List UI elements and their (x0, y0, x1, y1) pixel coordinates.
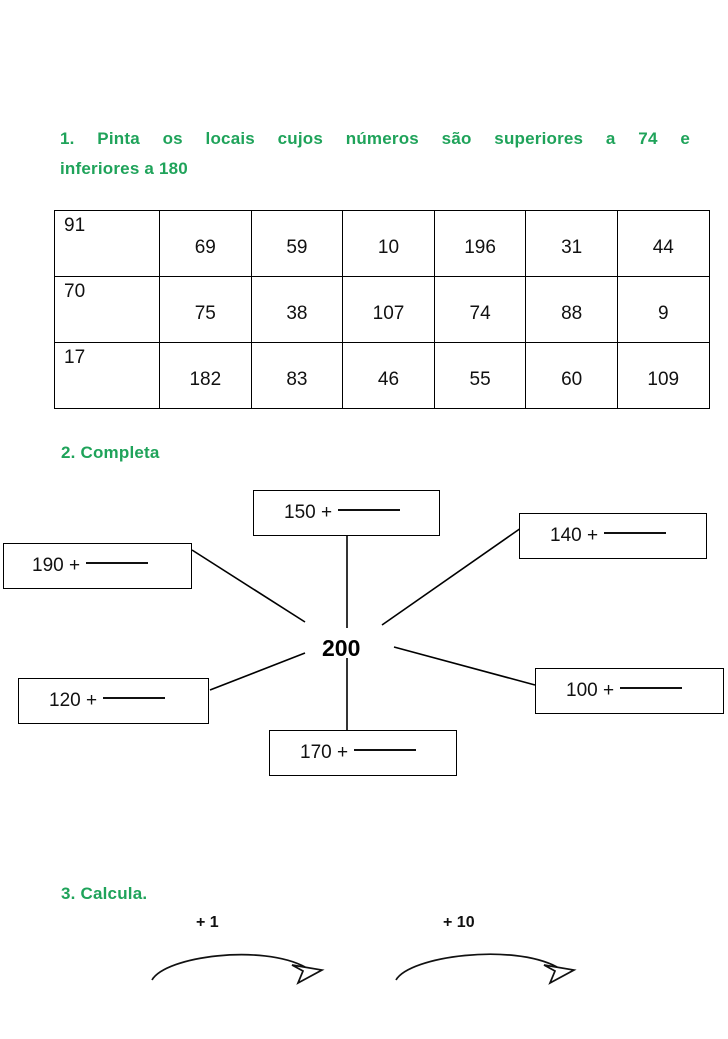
table-row: 91 69 59 10 196 31 44 (54, 210, 710, 277)
sum-box-150-label: 150 + (284, 502, 333, 523)
table-cell[interactable]: 38 (250, 276, 344, 343)
exercise2-title: 2. Completa (61, 443, 160, 462)
spider-center-value: 200 (322, 635, 361, 661)
table-cell[interactable]: 59 (250, 210, 344, 277)
table-cell[interactable]: 91 (54, 210, 160, 277)
sum-box-120[interactable]: 120 + (18, 678, 209, 724)
sum-box-150-blank[interactable] (338, 509, 401, 511)
sum-box-140-label: 140 + (550, 525, 599, 546)
table-cell[interactable]: 74 (433, 276, 527, 343)
table-row: 70 75 38 107 74 88 9 (54, 276, 710, 343)
calcula-arrows (0, 940, 728, 1034)
table-cell[interactable]: 44 (616, 210, 710, 277)
exercise1-instruction-line2: inferiores a 180 (60, 159, 188, 178)
exercise1-instruction-line1: 1. Pinta os locais cujos números são sup… (60, 129, 690, 148)
sum-box-190[interactable]: 190 + (3, 543, 192, 589)
arrowhead-2 (543, 964, 577, 985)
table-cell[interactable]: 107 (342, 276, 435, 343)
spider-connector-lines (191, 527, 536, 730)
spider-diagram: 150 + 140 + 190 + 120 + 100 + 170 + 200 (0, 480, 728, 790)
table-cell[interactable]: 69 (159, 210, 252, 277)
sum-box-120-blank[interactable] (103, 697, 166, 699)
sum-box-170[interactable]: 170 + (269, 730, 457, 776)
sum-box-100-label: 100 + (566, 680, 615, 701)
table-cell[interactable]: 70 (54, 276, 160, 343)
table-cell[interactable]: 83 (250, 342, 344, 409)
sum-box-170-label: 170 + (300, 742, 349, 763)
sum-box-140[interactable]: 140 + (519, 513, 707, 559)
table-cell[interactable]: 10 (342, 210, 435, 277)
sum-box-100-blank[interactable] (620, 687, 683, 689)
numbers-table: 91 69 59 10 196 31 44 70 75 38 107 74 88… (54, 210, 710, 409)
table-cell[interactable]: 17 (54, 342, 160, 409)
sum-box-140-blank[interactable] (604, 532, 667, 534)
table-cell[interactable]: 9 (616, 276, 710, 343)
table-cell[interactable]: 60 (525, 342, 618, 409)
arrow-label-plus-10: + 10 (443, 914, 475, 931)
sum-box-170-blank[interactable] (354, 749, 417, 751)
exercise1-instruction: 1. Pinta os locais cujos números são sup… (60, 124, 690, 184)
exercise3-title: 3. Calcula. (61, 884, 148, 903)
table-cell[interactable]: 196 (433, 210, 527, 277)
table-cell[interactable]: 88 (525, 276, 618, 343)
sum-box-120-label: 120 + (49, 690, 98, 711)
arrow-label-plus-1: + 1 (196, 914, 219, 931)
table-row: 17 182 83 46 55 60 109 (54, 342, 710, 409)
numbers-table-body: 91 69 59 10 196 31 44 70 75 38 107 74 88… (54, 210, 710, 409)
curved-arrow-1 (151, 953, 306, 981)
table-cell[interactable]: 75 (159, 276, 252, 343)
sum-box-190-blank[interactable] (86, 562, 149, 564)
sum-box-150[interactable]: 150 + (253, 490, 440, 536)
table-cell[interactable]: 55 (433, 342, 527, 409)
sum-box-100[interactable]: 100 + (535, 668, 724, 714)
sum-box-190-label: 190 + (32, 555, 81, 576)
table-cell[interactable]: 182 (159, 342, 252, 409)
table-cell[interactable]: 109 (616, 342, 710, 409)
table-cell[interactable]: 31 (525, 210, 618, 277)
curved-arrow-2 (395, 953, 558, 981)
table-cell[interactable]: 46 (342, 342, 435, 409)
calcula-arrows-svg (151, 953, 577, 985)
arrowhead-1 (291, 964, 325, 985)
